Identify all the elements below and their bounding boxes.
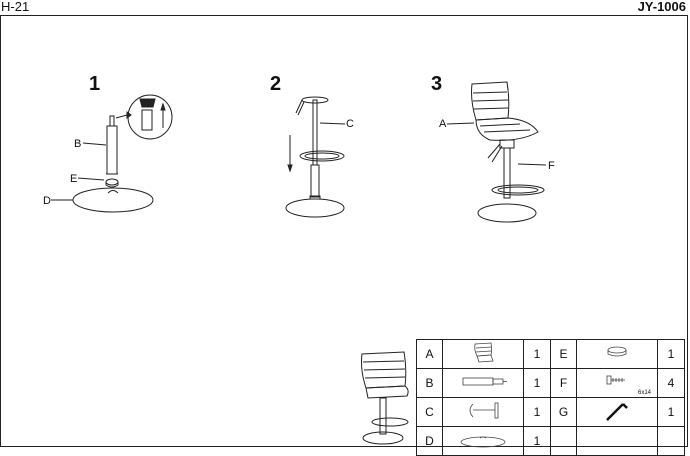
part-letter: G xyxy=(550,397,577,427)
base-plate-icon xyxy=(442,426,524,456)
part-letter: B xyxy=(416,368,443,398)
label-d: D xyxy=(43,195,51,207)
label-c: C xyxy=(346,118,354,130)
label-e: E xyxy=(70,173,78,185)
label-f: F xyxy=(548,160,555,172)
parts-row: C 1 G 1 xyxy=(416,397,685,427)
part-quantity: 1 xyxy=(523,368,551,398)
parts-row: D 1 xyxy=(416,426,685,456)
part-letter: E xyxy=(550,339,577,369)
part-quantity: 1 xyxy=(657,339,685,369)
gas-lift-icon xyxy=(442,368,524,398)
step-1-number: 1 xyxy=(89,73,101,95)
parts-row: B 1 F 6x14 4 xyxy=(416,368,685,398)
footrest-icon xyxy=(442,397,524,427)
part-letter xyxy=(550,426,577,456)
instruction-frame xyxy=(0,15,688,447)
part-quantity: 1 xyxy=(523,426,551,456)
parts-table: A 1 E 1 B xyxy=(416,339,685,456)
screw-size-note: 6x14 xyxy=(637,390,651,396)
product-code: JY-1006 xyxy=(637,0,686,14)
label-b: B xyxy=(74,138,82,150)
empty-cell xyxy=(576,426,658,456)
part-letter: F xyxy=(550,368,577,398)
step-3-drawing xyxy=(446,81,547,223)
ring-cover-icon xyxy=(576,339,658,369)
part-quantity: 1 xyxy=(657,397,685,427)
screw-icon: 6x14 xyxy=(576,368,658,398)
step-3-number: 3 xyxy=(431,73,443,95)
parts-row: A 1 E 1 xyxy=(416,339,685,369)
part-quantity: 1 xyxy=(523,339,551,369)
part-quantity xyxy=(657,426,685,456)
step-2-number: 2 xyxy=(270,73,282,95)
part-letter: C xyxy=(416,397,443,427)
label-a: A xyxy=(439,118,447,130)
part-letter: A xyxy=(416,339,443,369)
part-letter: D xyxy=(416,426,443,456)
allen-key-icon xyxy=(576,397,658,427)
step-2-drawing xyxy=(285,96,346,218)
part-quantity: 1 xyxy=(523,397,551,427)
seat-icon xyxy=(442,339,524,369)
model-code: H-21 xyxy=(1,0,30,14)
part-quantity: 4 xyxy=(657,368,685,398)
reference-stool-drawing xyxy=(361,351,409,445)
step-1-drawing xyxy=(51,94,173,213)
